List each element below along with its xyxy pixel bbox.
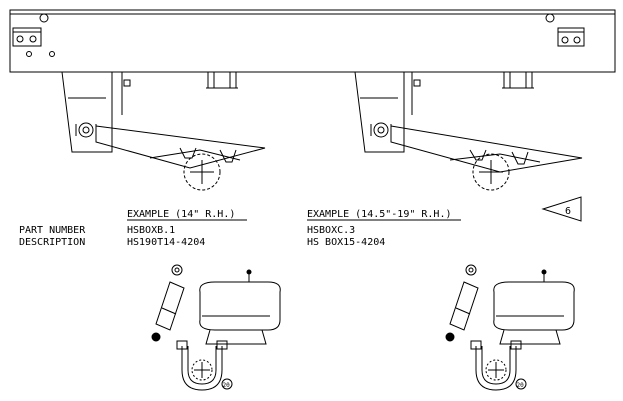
u-bolt-icon <box>470 340 522 391</box>
air-spring-icon <box>199 269 281 345</box>
axle-right <box>472 153 510 191</box>
frame-hole-right <box>545 13 555 23</box>
frame-bracket-right <box>557 27 585 47</box>
frame-bracket-left <box>12 27 42 47</box>
parts-kit-left: 20 <box>151 264 281 391</box>
example-part-number-1: HSBOXB.1 <box>127 225 175 236</box>
suspension-assembly-right <box>354 71 583 191</box>
u-bolt-icon <box>176 340 228 391</box>
ubolt-qty-left: 20 <box>223 382 231 389</box>
axle-left <box>183 153 221 191</box>
suspension-assembly-left <box>61 71 266 191</box>
part-number-label: PART NUMBER <box>19 225 86 236</box>
description-label: DESCRIPTION <box>19 237 85 248</box>
part-table: PART NUMBER DESCRIPTION EXAMPLE (14" R.H… <box>19 209 452 248</box>
ubolt-qty-right: 20 <box>517 382 525 389</box>
sheet-tag: 6 <box>541 196 582 222</box>
air-spring-icon <box>493 269 575 345</box>
shock-absorber-icon <box>151 264 185 342</box>
pivot-bushing-icon <box>373 122 389 138</box>
example-description-2: HS BOX15-4204 <box>307 237 385 248</box>
example-description-1: HS190T14-4204 <box>127 237 205 248</box>
example-part-number-2: HSBOXC.3 <box>307 225 355 236</box>
ubolt-qty-bubble-left <box>221 378 233 390</box>
pivot-bushing-icon <box>78 122 94 138</box>
sheet-tag-number: 6 <box>565 206 571 217</box>
example-heading-1: EXAMPLE (14" R.H.) <box>127 209 235 220</box>
frame-hole-left <box>39 13 49 23</box>
example-heading-2: EXAMPLE (14.5"-19" R.H.) <box>307 209 452 220</box>
parts-kit-right: 20 <box>445 264 575 391</box>
ubolt-qty-bubble-right <box>515 378 527 390</box>
shock-absorber-icon <box>445 264 479 342</box>
frame-rail <box>9 9 616 73</box>
